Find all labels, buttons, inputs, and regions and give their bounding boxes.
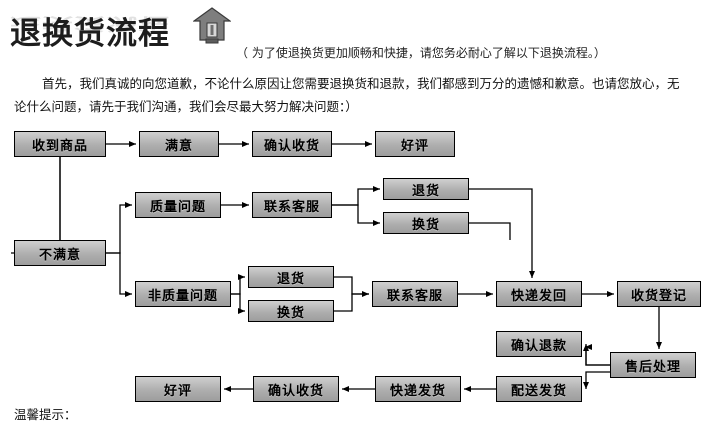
flow-node-收到商品[interactable]: 收到商品 — [14, 131, 106, 157]
flow-node-好评-top[interactable]: 好评 — [375, 131, 455, 157]
header-note: （ 为了使退换货更加顺畅和快捷，请您务必耐心了解以下退换流程。） — [236, 46, 606, 60]
flow-node-配送发货[interactable]: 配送发货 — [496, 376, 582, 402]
node-label: 非质量问题 — [147, 288, 218, 304]
flow-node-联系客服-nonquality[interactable]: 联系客服 — [372, 281, 458, 307]
flow-node-好评-bottom[interactable]: 好评 — [135, 376, 221, 402]
page-title: 退换货流程 — [10, 16, 170, 52]
node-label: 好评 — [400, 138, 429, 154]
node-label: 售后处理 — [624, 359, 681, 375]
node-label: 收到商品 — [31, 138, 88, 154]
node-label: 确认退款 — [510, 338, 567, 354]
node-label: 好评 — [163, 383, 192, 399]
node-label: 质量问题 — [149, 199, 206, 215]
node-label: 换货 — [276, 305, 305, 321]
flow-node-退货-quality[interactable]: 退货 — [383, 178, 469, 200]
flow-node-质量问题[interactable]: 质量问题 — [135, 192, 221, 218]
node-label: 换货 — [411, 217, 440, 233]
flow-node-换货-quality[interactable]: 换货 — [383, 212, 469, 234]
node-label: 不满意 — [38, 247, 81, 263]
house-icon — [193, 7, 231, 44]
intro-paragraph: 首先，我们真诚的向您道歉，不论什么原因让您需要退换货和退款，我们都感到万分的遗憾… — [14, 72, 704, 118]
intro-line-2: 论什么问题，请先于我们沟通，我们会尽最大努力解决问题：） — [14, 99, 358, 114]
flow-node-快递发货[interactable]: 快递发货 — [375, 376, 461, 402]
node-label: 退货 — [276, 271, 305, 287]
flow-node-售后处理[interactable]: 售后处理 — [610, 352, 696, 378]
node-label: 配送发货 — [510, 383, 567, 399]
flow-node-确认收货-top[interactable]: 确认收货 — [252, 131, 332, 157]
flow-node-退货-nonquality[interactable]: 退货 — [248, 266, 334, 288]
flow-node-满意[interactable]: 满意 — [139, 131, 219, 157]
node-label: 满意 — [164, 138, 193, 154]
node-label: 快递发货 — [389, 383, 446, 399]
node-label: 收货登记 — [630, 288, 687, 304]
flow-node-不满意[interactable]: 不满意 — [14, 240, 106, 266]
node-label: 联系客服 — [263, 199, 320, 215]
flow-node-快递发回[interactable]: 快递发回 — [496, 281, 582, 307]
flow-node-收货登记[interactable]: 收货登记 — [617, 281, 701, 307]
node-label: 确认收货 — [263, 138, 320, 154]
node-label: 联系客服 — [386, 288, 443, 304]
flow-node-联系客服-quality[interactable]: 联系客服 — [252, 192, 332, 218]
footer-note: 温馨提示： — [14, 407, 77, 422]
node-label: 快递发回 — [510, 288, 567, 304]
flow-node-确认退款[interactable]: 确认退款 — [496, 331, 582, 357]
node-label: 确认收货 — [267, 383, 324, 399]
flow-node-非质量问题[interactable]: 非质量问题 — [135, 281, 231, 307]
node-label: 退货 — [411, 183, 440, 199]
flow-node-换货-nonquality[interactable]: 换货 — [248, 300, 334, 322]
intro-line-1: 首先，我们真诚的向您道歉，不论什么原因让您需要退换货和退款，我们都感到万分的遗憾… — [42, 76, 680, 91]
flow-node-确认收货-bottom[interactable]: 确认收货 — [253, 376, 339, 402]
